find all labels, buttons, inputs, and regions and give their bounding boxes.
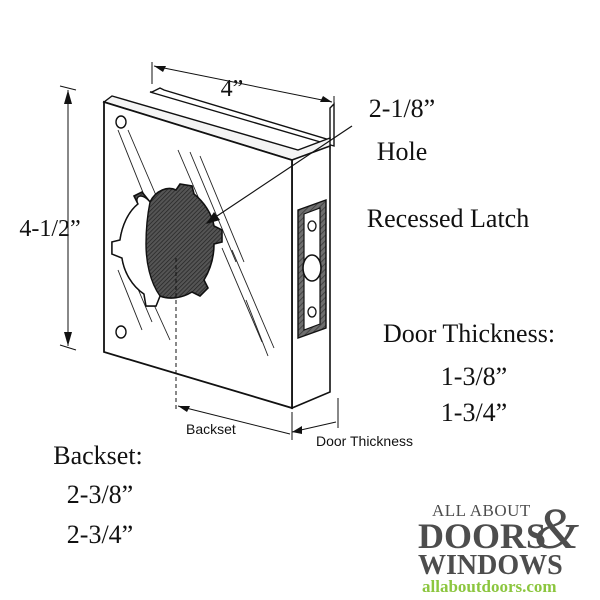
recessed-latch-label: Recessed Latch	[367, 204, 529, 233]
logo-ampersand: &	[534, 496, 579, 561]
dimension-lines	[59, 62, 353, 440]
dimension-labels: 4” 4-1/2” 2-1/8” Hole Recessed Latch Doo…	[19, 76, 555, 549]
logo-url: allaboutdoors.com	[422, 577, 557, 596]
hole-size-label: 2-1/8”	[369, 94, 435, 123]
logo-line-all-about: ALL ABOUT	[432, 501, 531, 520]
bore-hole-lip	[111, 195, 161, 307]
plate-back-flange	[149, 87, 335, 147]
backset-value-1: 2-3/8”	[67, 480, 133, 509]
screw-hole-top-left	[115, 115, 127, 129]
door-thickness-heading: Door Thickness:	[383, 319, 555, 348]
height-label: 4-1/2”	[19, 216, 80, 242]
company-logo: ALL ABOUT DOORS & WINDOWS allaboutdoors.…	[418, 496, 579, 596]
door-thickness-value-1: 1-3/8”	[441, 362, 507, 391]
plate-drawing	[102, 87, 335, 410]
hole-label: Hole	[377, 137, 428, 166]
latch-screw-hole-top	[307, 220, 317, 232]
recessed-latch-plate	[297, 199, 327, 339]
logo-line-doors: DOORS	[418, 516, 546, 556]
backset-dimension-label: Backset	[186, 421, 236, 437]
bore-hole	[111, 183, 223, 307]
latch-screw-hole-bottom	[307, 306, 317, 318]
backset-value-2: 2-3/4”	[67, 520, 133, 549]
width-label: 4”	[221, 76, 244, 102]
latch-bore-hole	[302, 254, 322, 282]
backset-heading: Backset:	[53, 441, 143, 470]
logo-line-windows: WINDOWS	[418, 550, 563, 581]
door-thickness-value-2: 1-3/4”	[441, 398, 507, 427]
door-thickness-dimension-label: Door Thickness	[316, 433, 413, 449]
screw-hole-bottom-left	[115, 325, 127, 339]
